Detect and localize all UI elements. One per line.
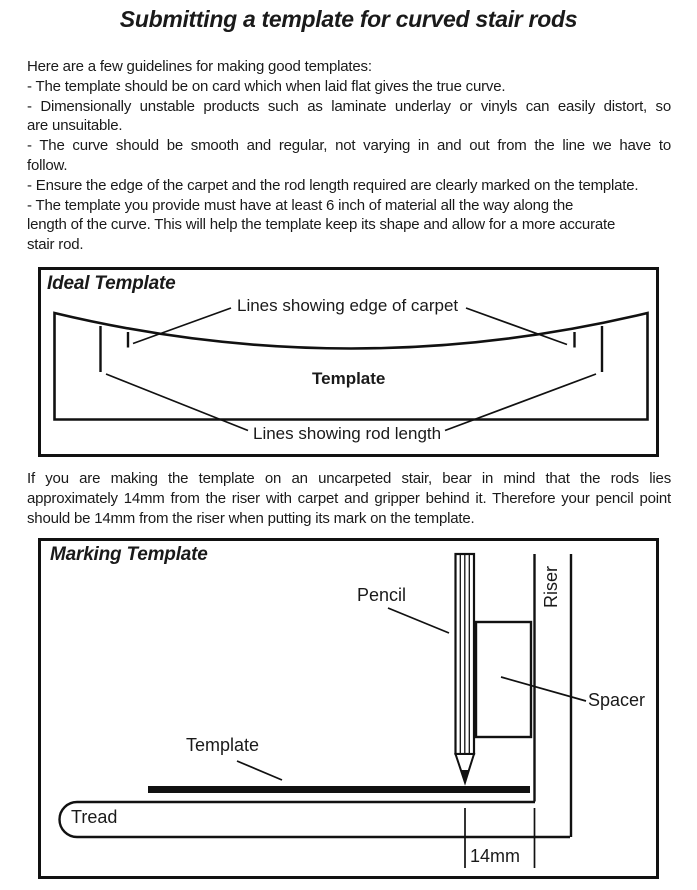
ideal-template-title: Ideal Template <box>47 273 176 294</box>
riser-label: Riser <box>541 566 561 609</box>
marking-template-diagram-box <box>38 538 659 879</box>
spacer-label: Spacer <box>588 690 646 710</box>
template-label: Template <box>186 735 260 755</box>
carpet-edge-label: Lines showing edge of carpet <box>237 296 459 315</box>
guidelines-line: stair rod. <box>27 236 84 254</box>
tread-label: Tread <box>71 807 118 827</box>
note-line: approximately 14mm from the riser with c… <box>27 489 671 507</box>
guidelines-line: - The template should be on card which w… <box>27 77 506 95</box>
note-paragraph: If you are making the template on an unc… <box>27 469 671 528</box>
guidelines-line: length of the curve. This will help the … <box>27 216 616 234</box>
guidelines-line: are unsuitable. <box>27 117 123 135</box>
page-title: Submitting a template for curved stair r… <box>119 6 578 32</box>
marking-template-title: Marking Template <box>50 544 208 565</box>
guidelines-line: - The curve should be smooth and regular… <box>27 137 671 155</box>
rod-length-label: Lines showing rod length <box>253 424 442 443</box>
guidelines-line: follow. <box>27 156 68 174</box>
measurement-label: 14mm <box>470 846 521 866</box>
template-center-label: Template <box>312 369 386 388</box>
guidelines-paragraph: Here are a few guidelines for making goo… <box>27 57 671 255</box>
guidelines-line: Here are a few guidelines for making goo… <box>27 58 372 75</box>
note-line: If you are making the template on an unc… <box>27 470 671 487</box>
pencil-label: Pencil <box>357 585 407 605</box>
guidelines-line: - Ensure the edge of the carpet and the … <box>27 176 639 194</box>
ideal-template-diagram-box <box>38 267 659 457</box>
guidelines-line: - Dimensionally unstable products such a… <box>27 97 671 115</box>
note-line: should be 14mm from the riser when putti… <box>27 509 475 527</box>
guidelines-line: - The template you provide must have at … <box>27 196 574 214</box>
